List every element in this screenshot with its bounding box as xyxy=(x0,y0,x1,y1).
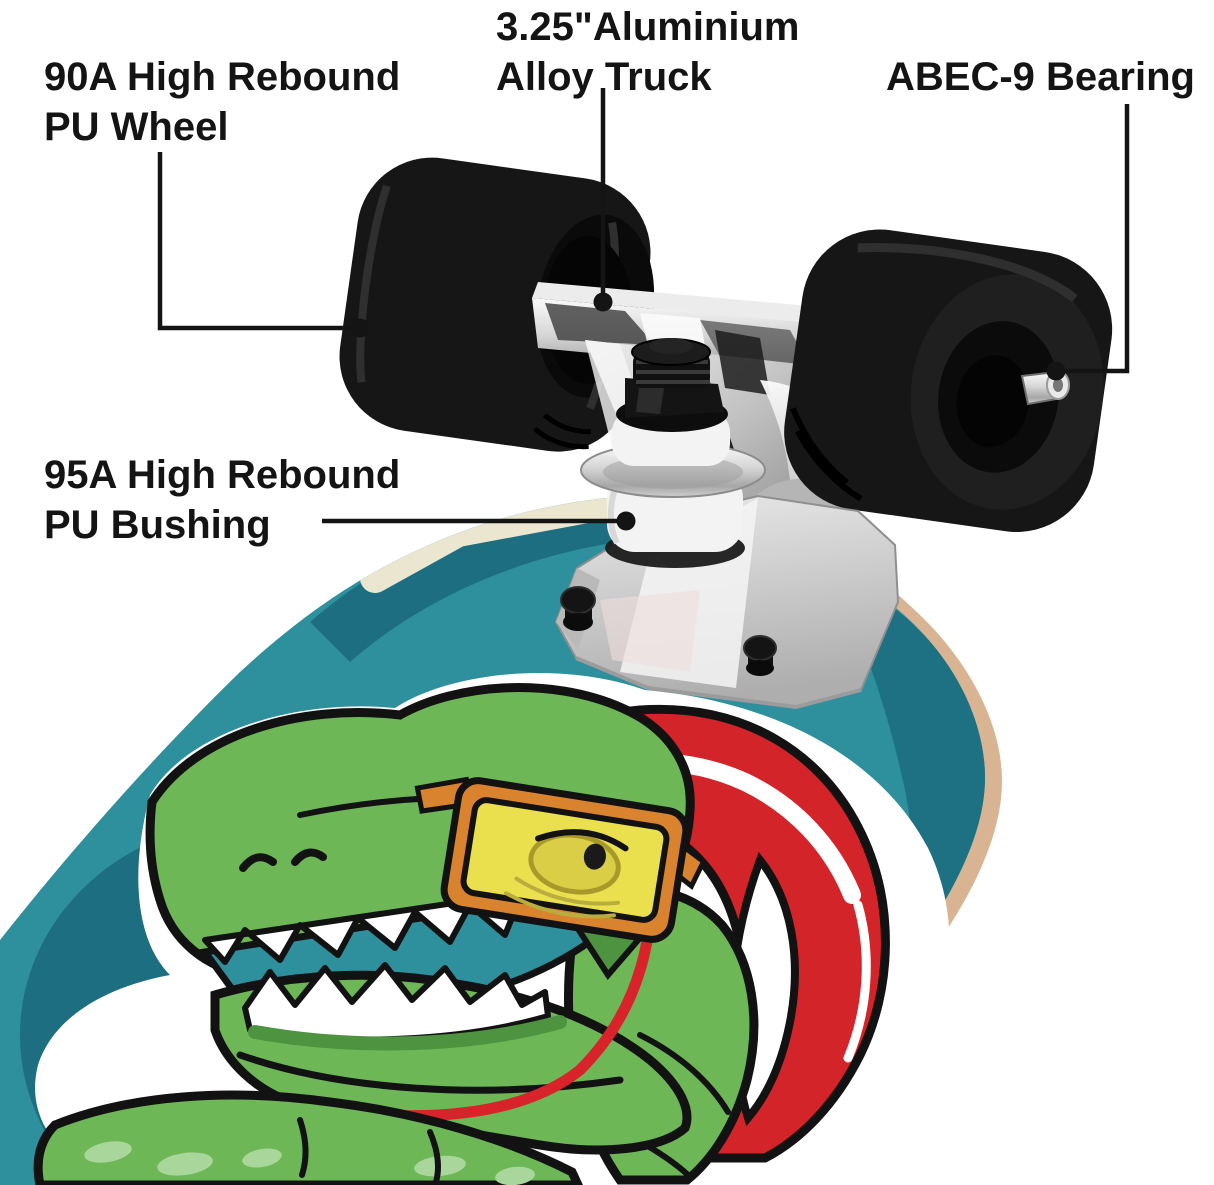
left-wheel-ribs xyxy=(533,413,591,450)
callout-label-truck-line1: 3.25"Aluminium xyxy=(496,5,800,49)
mounting-bolt-center xyxy=(743,635,777,676)
callout-dot-truck xyxy=(593,292,613,312)
callout-label-bearing-line1: ABEC-9 Bearing xyxy=(886,55,1195,99)
callout-label-truck: 3.25"Aluminium Alloy Truck xyxy=(496,2,826,102)
callout-dot-bushing xyxy=(616,511,636,531)
kingpin-and-bushings xyxy=(580,338,766,568)
dino-helmet-stripe-right xyxy=(843,900,871,1063)
callout-label-bearing: ABEC-9 Bearing xyxy=(886,52,1214,102)
right-wheel xyxy=(784,229,1113,532)
hanger-top-face xyxy=(532,282,878,328)
dino-eye-lines xyxy=(504,876,620,919)
callout-label-wheel: 90A High Rebound PU Wheel xyxy=(44,52,444,152)
dino-eye-pupil xyxy=(583,843,606,870)
dino-nostril-left xyxy=(239,853,277,872)
callout-label-wheel-line2: PU Wheel xyxy=(44,105,229,149)
right-wheel-ribs xyxy=(790,407,863,502)
callout-dot-wheel xyxy=(350,318,370,338)
callout-label-truck-line2: Alloy Truck xyxy=(496,55,712,99)
right-wheel-hub-deep xyxy=(956,355,1029,447)
kingpin-reflection xyxy=(715,330,770,395)
callout-label-bushing-line2: PU Bushing xyxy=(44,503,271,547)
kingpin-hex-facet xyxy=(636,380,665,414)
mounting-bolt-left xyxy=(560,586,596,631)
hanger-reflection-1 xyxy=(545,303,655,345)
callout-label-wheel-line1: 90A High Rebound xyxy=(44,55,401,99)
callout-label-bushing-line1: 95A High Rebound xyxy=(44,453,401,497)
dino-arm-spots xyxy=(84,1141,535,1185)
dino-lip-shade xyxy=(248,1015,567,1051)
callout-dot-bearing xyxy=(1046,361,1066,381)
right-wheel-highlight xyxy=(857,243,1078,303)
dino-sunglasses xyxy=(414,776,707,943)
kingpin-cap-top xyxy=(649,338,693,354)
callout-line-wheel xyxy=(157,152,360,331)
callout-line-bearing xyxy=(1058,104,1130,374)
dino-eyelid xyxy=(535,829,629,852)
deck-art-dinosaur xyxy=(33,672,950,1185)
callout-lines xyxy=(157,88,1130,531)
callout-label-bushing: 95A High Rebound PU Bushing xyxy=(44,450,444,550)
baseplate-tint xyxy=(600,590,700,672)
dino-nostril-right xyxy=(291,848,327,866)
baseplate-bottom-edge xyxy=(575,656,862,710)
dino-claw-lines xyxy=(297,1117,441,1185)
